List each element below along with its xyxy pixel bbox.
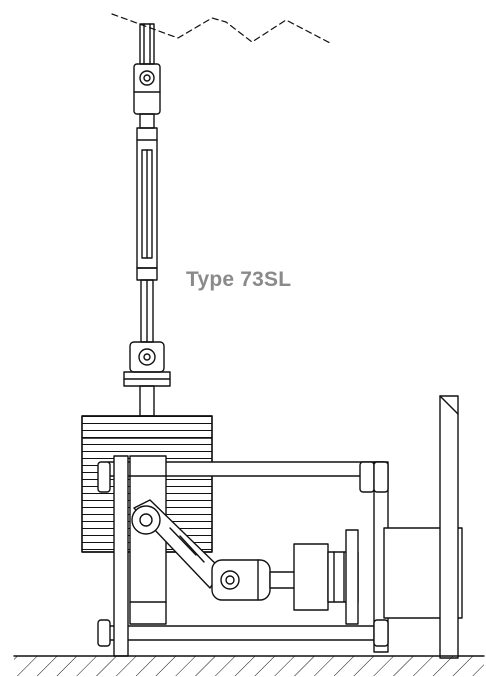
ceiling-break-line <box>111 13 333 45</box>
turnbuckle <box>136 127 158 281</box>
wall-plate <box>383 395 463 659</box>
top-threaded-rod <box>139 23 155 65</box>
floor-base <box>13 655 485 676</box>
top-coupler <box>133 63 161 129</box>
arm-clevis <box>211 559 271 601</box>
clevis-joint <box>123 341 171 417</box>
linkage-arm <box>131 499 223 589</box>
type-label: Type 73SL <box>186 268 292 291</box>
lower-threaded-rod <box>140 279 154 343</box>
horizontal-shaft <box>269 529 359 625</box>
support-frame <box>97 455 389 657</box>
